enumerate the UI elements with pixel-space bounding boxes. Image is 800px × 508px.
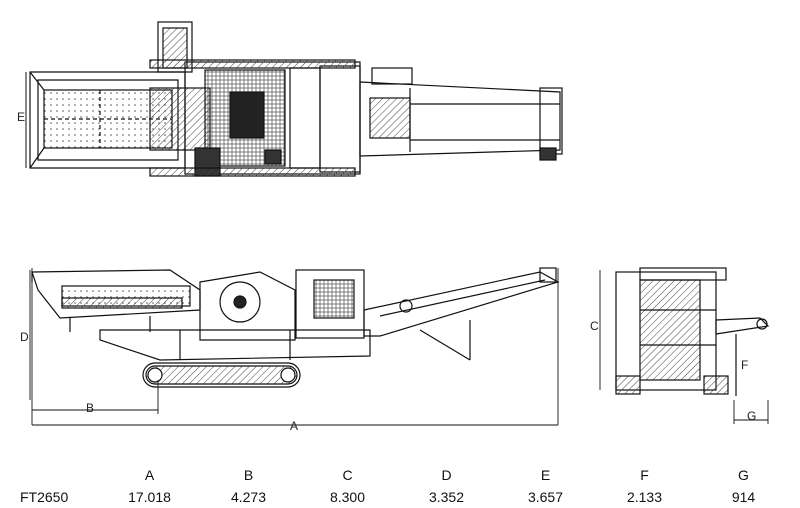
spec-header-b: B	[243, 467, 254, 483]
side-dim-b-label: B	[86, 401, 94, 415]
front-dim-f-label: F	[741, 358, 748, 372]
side-track	[142, 362, 301, 388]
spec-value-c: 8.300	[329, 489, 366, 505]
spec-header-e: E	[540, 467, 551, 483]
spec-value-d: 3.352	[428, 489, 465, 505]
spec-header-c: C	[342, 467, 353, 483]
plan-view	[25, 21, 563, 177]
front-view	[615, 267, 770, 424]
spec-value-a: 17.018	[128, 489, 171, 505]
plan-conveyor	[359, 67, 563, 161]
plan-grizzly	[149, 87, 211, 151]
spec-header-model	[20, 464, 100, 486]
spec-value-b: 4.273	[230, 489, 267, 505]
spec-header-g: G	[738, 467, 749, 483]
plan-body	[184, 61, 361, 177]
spec-value-row: FT2650 17.018 4.273 8.300 3.352 3.657 2.…	[20, 486, 793, 508]
spec-header-f: F	[640, 467, 649, 483]
side-chassis	[99, 329, 371, 361]
side-conveyor	[363, 267, 560, 361]
spec-table: A B C D E F G FT2650 17.018 4.273 8.300 …	[20, 464, 793, 508]
spec-value-g: 914	[731, 489, 756, 505]
spec-model-name: FT2650	[20, 489, 69, 505]
plan-dim-e-label: E	[17, 110, 25, 124]
spec-header-a: A	[144, 467, 155, 483]
spec-header-row: A B C D E F G	[20, 464, 793, 486]
side-dim-c-label: C	[590, 319, 599, 333]
side-engine	[295, 269, 365, 339]
side-dim-a-label: A	[290, 419, 298, 433]
plan-tracks	[149, 59, 356, 177]
side-dimensions	[29, 268, 601, 426]
spec-header-d: D	[441, 467, 452, 483]
machine-drawing: E	[17, 21, 770, 433]
side-hopper	[31, 269, 201, 332]
side-view	[29, 267, 601, 426]
spec-value-e: 3.657	[527, 489, 564, 505]
side-dim-d-label: D	[20, 330, 29, 344]
spec-value-f: 2.133	[626, 489, 663, 505]
front-dim-g-label: G	[747, 409, 756, 423]
